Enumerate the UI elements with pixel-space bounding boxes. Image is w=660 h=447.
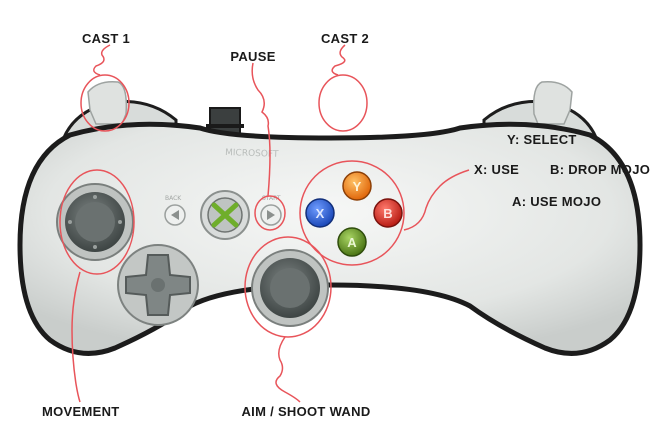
back-button-text: BACK [165, 195, 182, 202]
a-button-letter: A [347, 235, 357, 250]
movement-highlight [59, 169, 135, 275]
left-trigger[interactable] [87, 80, 128, 125]
label-movement: MOVEMENT [42, 404, 120, 419]
y-button[interactable] [342, 171, 372, 201]
label-use: X: USE [474, 162, 520, 177]
x-button-letter: X [316, 206, 325, 221]
start-button-text: START [262, 195, 281, 202]
y-button-letter: Y [353, 179, 362, 194]
cast1-highlight [80, 74, 130, 132]
aim-shoot-leader [275, 336, 301, 403]
label-pause: PAUSE [230, 49, 276, 64]
pause-leader [251, 62, 271, 197]
right-trigger[interactable] [532, 80, 573, 125]
cast1-leader [93, 44, 111, 76]
use-leader [403, 169, 470, 231]
label-use-mojo: A: USE MOJO [512, 194, 602, 209]
pause-highlight [254, 195, 286, 231]
cast2-leader [331, 44, 346, 76]
a-button[interactable] [337, 227, 367, 257]
annotation-overlay [59, 44, 470, 403]
cast2-highlight [318, 74, 368, 132]
label-cast1: CAST 1 [81, 31, 131, 46]
aim-shoot-highlight [244, 236, 332, 338]
label-cast2: CAST 2 [320, 31, 370, 46]
movement-leader [71, 271, 81, 403]
label-aim-shoot: AIM / SHOOT WAND [241, 404, 371, 419]
face-buttons-highlight [299, 160, 405, 266]
label-drop-mojo: B: DROP MOJO [550, 162, 651, 177]
b-button[interactable] [373, 198, 403, 228]
svg-text:MICROSOFT: MICROSOFT [225, 148, 279, 160]
label-select: Y: SELECT [507, 132, 577, 147]
b-button-letter: B [383, 206, 392, 221]
x-button[interactable] [305, 198, 335, 228]
